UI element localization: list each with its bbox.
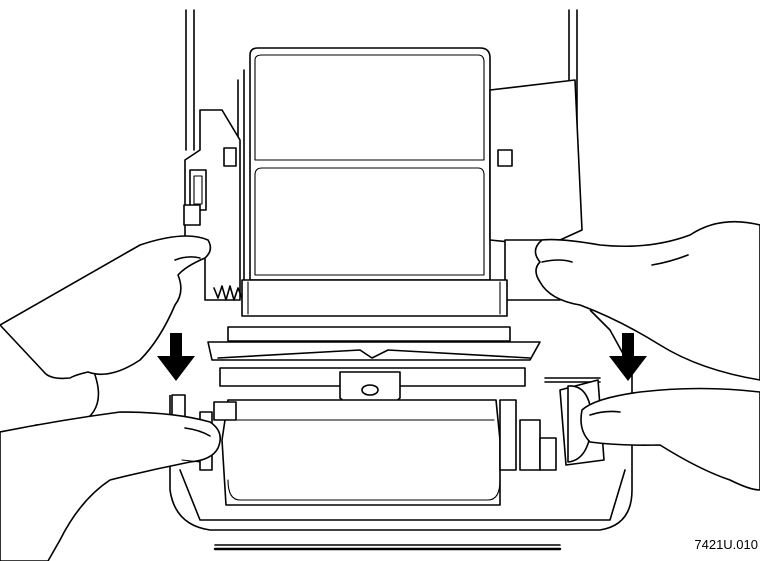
- figure-id-label: 7421U.010: [694, 537, 758, 552]
- left-hand: [0, 235, 221, 561]
- arrow-down-icon: [157, 333, 195, 381]
- left-roll-holder: [183, 109, 241, 301]
- label-roll: [237, 47, 491, 286]
- print-head-assembly: [207, 341, 541, 411]
- right-hand: [534, 220, 760, 491]
- arrow-down-icon: [609, 333, 647, 381]
- spring-and-platen: [213, 279, 511, 342]
- media-feed: [221, 399, 501, 506]
